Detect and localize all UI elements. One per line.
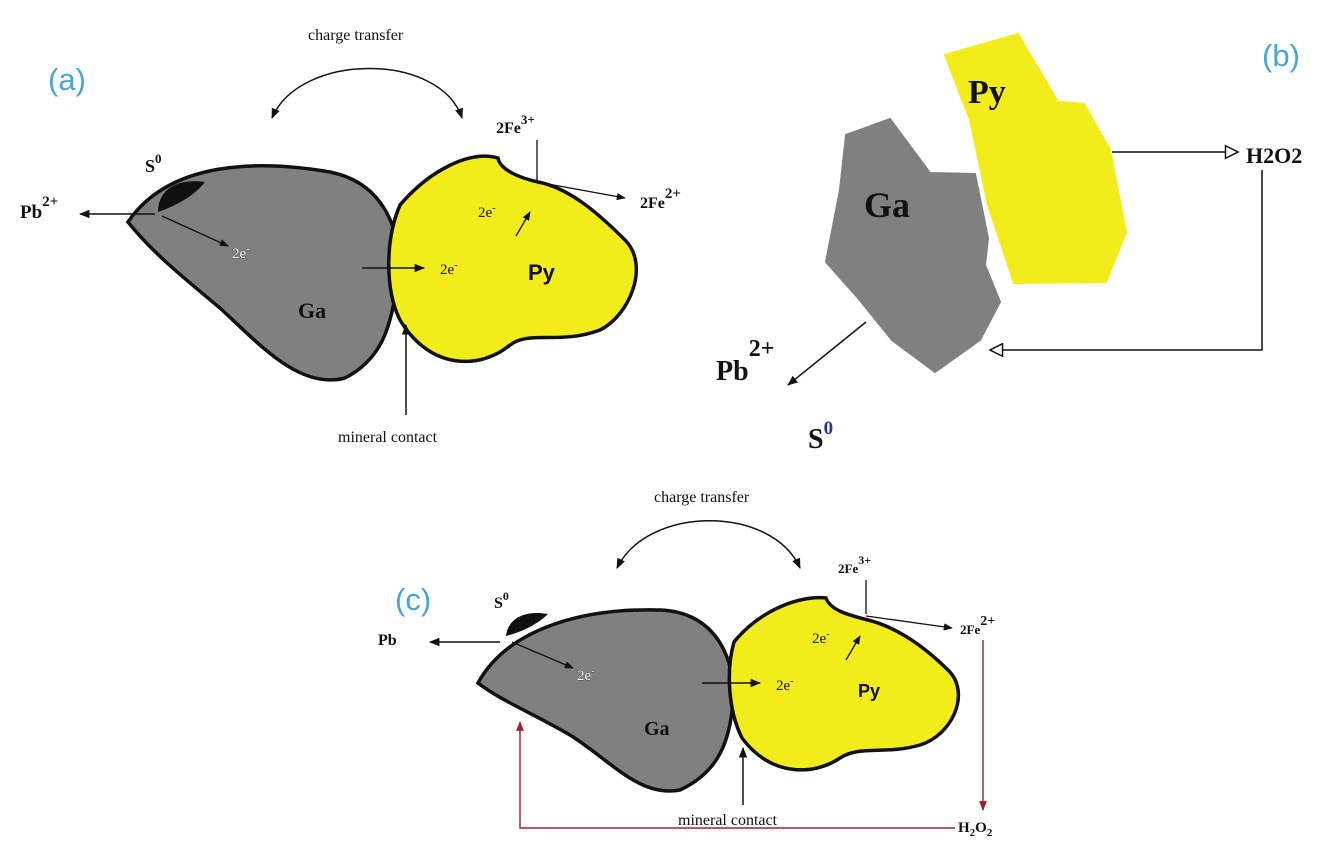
panel-c-fe2: 2Fe2+	[960, 614, 995, 637]
panel-a-fe3: 2Fe3+	[496, 112, 535, 137]
panel-a-electron-contact: 2e-	[440, 259, 458, 278]
panel-b-pyrite-particle	[943, 32, 1128, 285]
panel-a-py-electron-arrow	[515, 211, 531, 237]
panel-c-ga-label: Ga	[644, 718, 670, 740]
panel-a-ga-label: Ga	[298, 298, 326, 323]
panel-c-charge-transfer-arrow	[616, 520, 801, 569]
panel-c-pyrite-particle	[727, 595, 961, 772]
panel-b-galena-particle	[824, 117, 1002, 374]
panel-c-fe3: 2Fe3+	[838, 553, 871, 576]
panel-b-ga-label: Ga	[864, 185, 910, 225]
panel-c-sulfur-deposit	[506, 612, 548, 636]
panel-a-label: (a)	[48, 62, 86, 97]
panel-b-pb-ion: Pb2+	[716, 336, 774, 387]
panel-a-s0: S0	[145, 151, 162, 176]
panel-a-electron-py: 2e-	[478, 202, 496, 221]
panel-c-h2o2: H2O2	[958, 820, 993, 839]
panel-c: (c) charge transfer S0 Pb 2e- 2e- 2e- 2F…	[378, 489, 995, 839]
panel-a-pyrite-particle	[387, 154, 639, 364]
panel-a-py-label: Py	[528, 260, 556, 285]
panel-a-ga-electron-arrow	[161, 215, 229, 247]
panel-a-fe-arrow	[536, 181, 626, 201]
panel-b: (b) Py Ga H2O2 Pb2+ S0	[716, 32, 1302, 455]
panel-a-mineral-contact-label: mineral contact	[338, 429, 438, 446]
panel-c-mineral-contact-label: mineral contact	[678, 812, 778, 829]
panel-a: (a) charge transfer S0 Pb2+ 2e- 2e- 2e- …	[20, 27, 681, 446]
panel-c-py-label: Py	[858, 681, 880, 701]
panel-b-py-label: Py	[968, 74, 1006, 111]
panel-b-s0: S0	[808, 418, 833, 455]
panel-a-sulfur-deposit	[158, 181, 205, 212]
panel-a-pb-ion: Pb2+	[20, 194, 58, 223]
panel-c-ga-electron-arrow	[511, 641, 574, 669]
panel-c-label: (c)	[395, 582, 431, 617]
panel-c-fe-arrow	[865, 615, 953, 631]
panel-b-h2o2: H2O2	[1246, 143, 1302, 168]
panel-a-charge-transfer-label: charge transfer	[308, 27, 404, 44]
panel-c-electron-ga: 2e-	[577, 666, 595, 684]
panel-c-electron-contact: 2e-	[776, 676, 794, 694]
panel-c-charge-transfer-label: charge transfer	[654, 489, 750, 506]
panel-c-s0: S0	[494, 589, 509, 612]
panel-b-pb-arrow	[787, 321, 867, 386]
panel-a-galena-particle	[125, 164, 401, 382]
panel-c-h2o2-return-arrow	[516, 721, 955, 829]
panel-c-electron-py: 2e-	[812, 629, 830, 647]
panel-a-electron-ga: 2e-	[232, 243, 250, 262]
panel-a-charge-transfer-arrow	[271, 67, 463, 119]
panel-c-py-electron-arrow	[845, 635, 861, 661]
panel-c-pb-ion: Pb	[378, 632, 397, 649]
panel-b-h2o2-return-arrow	[990, 170, 1263, 350]
panel-a-fe2: 2Fe2+	[640, 186, 681, 212]
panel-b-label: (b)	[1262, 38, 1300, 73]
panel-c-galena-particle	[475, 608, 735, 793]
